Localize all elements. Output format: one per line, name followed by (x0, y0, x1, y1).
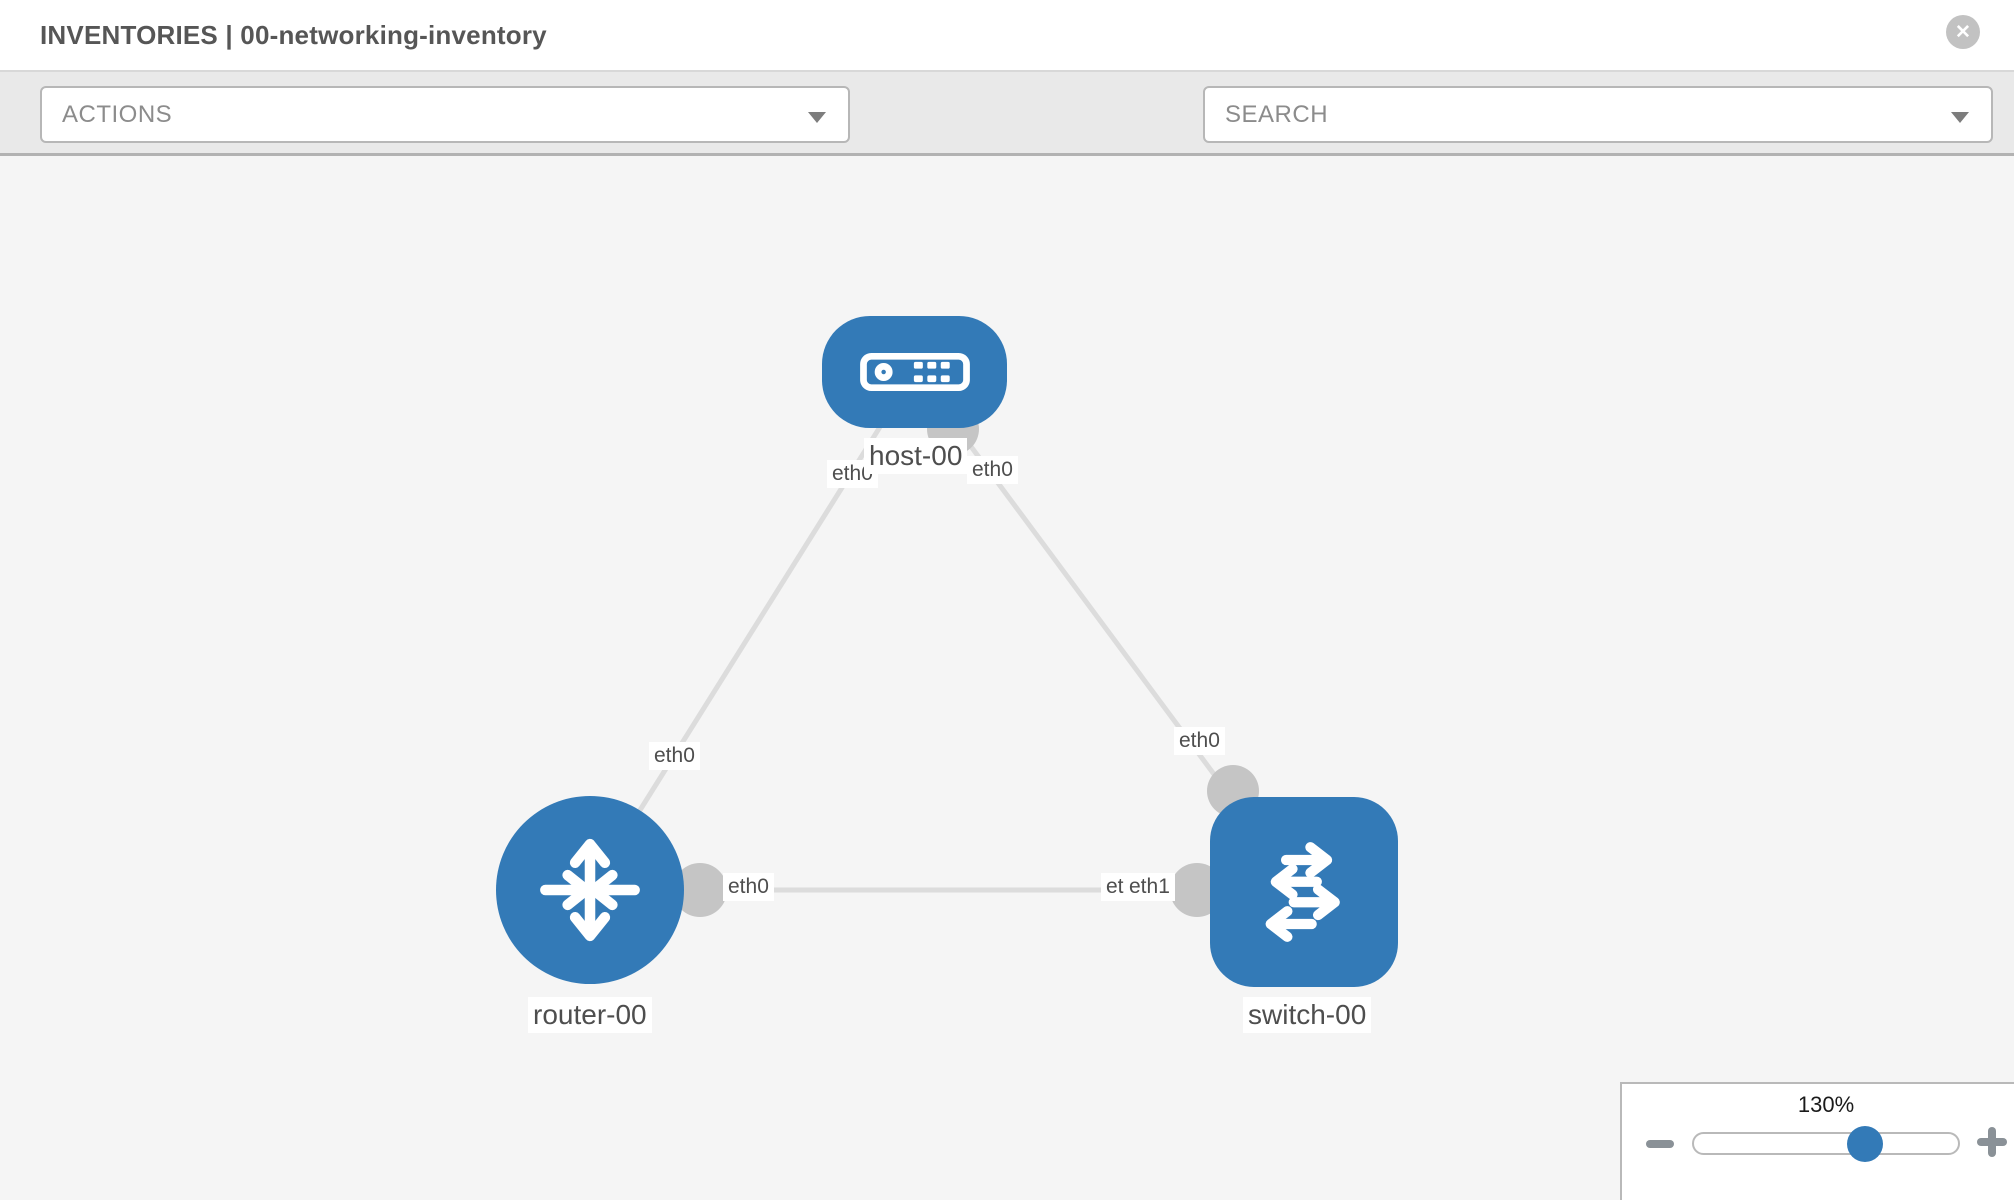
node-label-switch-00: switch-00 (1243, 997, 1372, 1033)
header: INVENTORIES | 00-networking-inventory ✕ (0, 0, 2014, 72)
zoom-slider-track[interactable] (1692, 1132, 1960, 1155)
interface-label: eth0 (1174, 727, 1225, 755)
node-router-00[interactable] (496, 796, 684, 984)
interface-dot-router[interactable] (673, 863, 727, 917)
switch-icon (1265, 842, 1340, 942)
interface-label: eth0 (967, 456, 1018, 484)
zoom-slider-handle[interactable] (1847, 1126, 1883, 1162)
actions-dropdown[interactable]: ACTIONS (40, 86, 850, 143)
node-label-router-00: router-00 (528, 997, 652, 1033)
host-icon (859, 352, 970, 392)
close-button[interactable]: ✕ (1946, 15, 1980, 49)
search-dropdown[interactable]: SEARCH (1203, 86, 1993, 143)
node-switch-00[interactable] (1210, 797, 1398, 987)
zoom-level-label: 130% (1797, 1092, 1855, 1117)
zoom-in-button[interactable] (1974, 1124, 2010, 1160)
link-host-router[interactable] (587, 369, 918, 892)
close-icon: ✕ (1955, 21, 1971, 43)
topology-canvas[interactable]: eth0 host-00 eth0 eth0 eth0 eth0 eth0 et… (0, 159, 2014, 1200)
interface-label: eth0 (649, 742, 700, 770)
interface-label: eth1 (1124, 873, 1175, 901)
chevron-down-icon (808, 112, 826, 123)
actions-dropdown-label: ACTIONS (62, 100, 173, 128)
node-host-00[interactable] (822, 316, 1007, 428)
router-icon (540, 838, 640, 942)
zoom-control-panel: 130% (1620, 1082, 2014, 1200)
search-placeholder: SEARCH (1225, 100, 1329, 128)
interface-label: eth0 (723, 873, 774, 901)
chevron-down-icon (1951, 112, 1969, 123)
page-title: INVENTORIES | 00-networking-inventory (40, 20, 547, 50)
zoom-out-button[interactable] (1646, 1140, 1674, 1148)
node-label-host-00: host-00 (864, 438, 968, 474)
toolbar: ACTIONS SEARCH (0, 72, 2014, 202)
